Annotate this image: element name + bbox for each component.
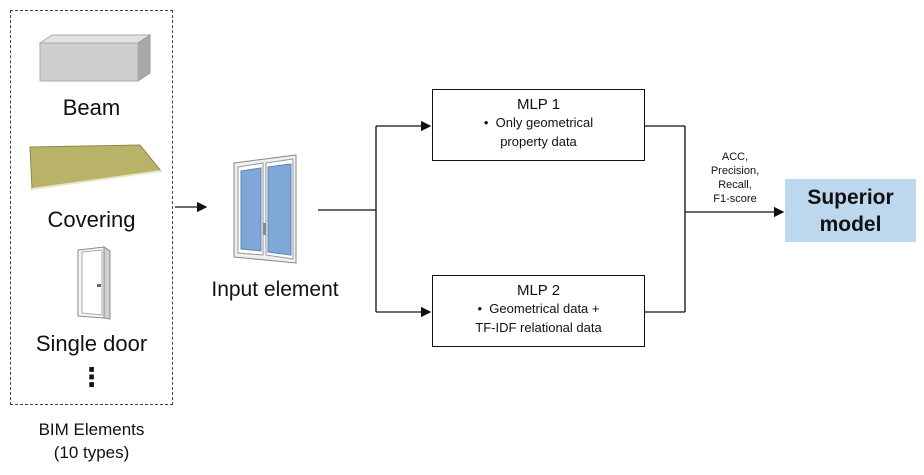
mlp2-box: MLP 2 • Geometrical data + TF-IDF relati… xyxy=(432,275,645,347)
metrics-label: ACC, Precision, Recall, F1-score xyxy=(685,150,785,206)
window-icon xyxy=(233,154,297,264)
mlp1-desc: • Only geometrical xyxy=(433,113,644,132)
bim-elements-panel xyxy=(10,10,173,405)
covering-label: Covering xyxy=(47,207,136,232)
mlp1-line2: property data xyxy=(500,134,577,149)
metric-acc: ACC, xyxy=(721,151,749,163)
mlp1-line1: Only geometrical xyxy=(495,115,594,130)
superior-line2: model xyxy=(819,212,882,236)
input-element-label: Input element xyxy=(211,278,339,301)
superior-model-box: Superior model xyxy=(785,179,916,242)
mlp1-box: MLP 1 • Only geometrical property data xyxy=(432,89,645,161)
bim-caption-line1: BIM Elements xyxy=(38,420,145,439)
covering-icon xyxy=(29,144,162,190)
metric-f1: F1-score xyxy=(713,193,757,205)
door-icon xyxy=(77,246,111,320)
metric-precision: Precision, xyxy=(710,165,760,177)
bim-caption: BIM Elements (10 types) xyxy=(10,418,173,464)
beam-icon xyxy=(38,34,152,82)
mlp2-line2: TF-IDF relational data xyxy=(475,320,602,335)
single-door-label: Single door xyxy=(35,331,148,356)
mlp2-title: MLP 2 xyxy=(516,282,561,299)
bim-caption-line2: (10 types) xyxy=(53,443,130,462)
mlp2-bullet: • xyxy=(477,301,483,316)
mlp2-line1: Geometrical data + xyxy=(489,301,600,316)
mlp2-desc: • Geometrical data + xyxy=(433,299,644,318)
superior-line1: Superior xyxy=(807,185,894,209)
metric-recall: Recall, xyxy=(718,179,752,191)
mlp1-title: MLP 1 xyxy=(516,96,561,113)
ellipsis-icon: ⋮ xyxy=(78,362,105,392)
beam-label: Beam xyxy=(62,95,121,120)
mlp1-bullet: • xyxy=(483,115,489,130)
